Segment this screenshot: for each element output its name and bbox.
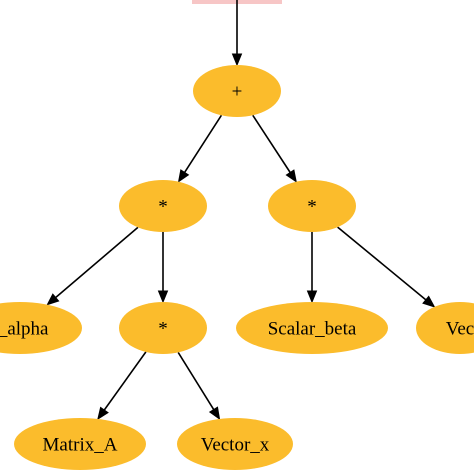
- node-plus: +: [193, 65, 281, 117]
- node-shape: [177, 418, 293, 470]
- node-mul-left: *: [119, 180, 207, 232]
- edge-mul_inner-to-matrix_a: [103, 351, 147, 411]
- node-shape: [193, 65, 281, 117]
- node-shape: [236, 302, 388, 354]
- arrowhead-mul_left: [177, 169, 190, 183]
- node-label: *: [158, 319, 168, 340]
- node-shape: [119, 302, 207, 354]
- node-vec-right: Vec: [416, 302, 474, 354]
- edge-mul_right-to-vec_right: [337, 226, 427, 301]
- node-shape: [0, 302, 82, 354]
- node-label: Scalar_beta: [268, 319, 357, 340]
- edge-mul_inner-to-vector_x: [177, 351, 215, 411]
- arrowhead-mul_inner: [157, 290, 169, 304]
- edge-mul_left-to-scalar_alpha: [55, 226, 139, 299]
- node-matrix-a: Matrix_A: [14, 418, 146, 470]
- arrowhead-vector_x: [208, 406, 221, 421]
- node-mul-right: *: [268, 180, 356, 232]
- node-vector-x: Vector_x: [177, 418, 293, 470]
- node-label: Vector_x: [201, 435, 270, 456]
- arrowhead-vec_right: [422, 295, 436, 308]
- edge-plus-to-mul_left: [183, 114, 223, 173]
- arrowhead-plus: [231, 53, 243, 67]
- arrowhead-matrix_a: [97, 406, 109, 421]
- node-label: *: [158, 197, 168, 218]
- node-shape: [268, 180, 356, 232]
- arrowhead-scalar_beta: [306, 290, 318, 304]
- node-shape: [416, 302, 474, 354]
- node-scalar-beta: Scalar_beta: [236, 302, 388, 354]
- node-label: *: [307, 197, 317, 218]
- node-shape: [14, 418, 146, 470]
- node-mul-inner: *: [119, 302, 207, 354]
- edge-plus-to-mul_right: [252, 114, 291, 173]
- node-label: r_alpha: [0, 319, 49, 340]
- edges-layer: [46, 0, 436, 421]
- node-label: +: [232, 82, 243, 103]
- node-label: Vec: [446, 319, 474, 340]
- arrowhead-mul_right: [285, 169, 297, 183]
- node-shape: [119, 180, 207, 232]
- arrowhead-scalar_alpha: [46, 293, 60, 306]
- node-scalar-alpha: r_alpha: [0, 302, 82, 354]
- node-label: Matrix_A: [43, 435, 118, 456]
